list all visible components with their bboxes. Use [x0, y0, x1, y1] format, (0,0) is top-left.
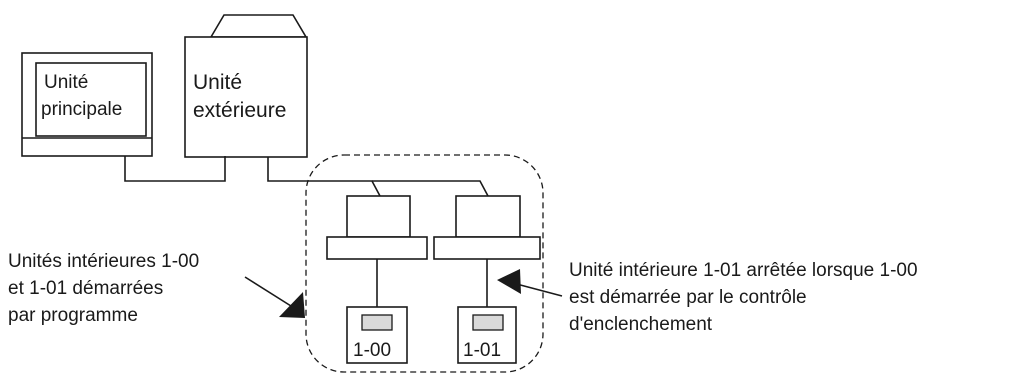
indoor-unit-1-00-body [346, 195, 411, 238]
wire-outdoor-to-indoor [267, 157, 381, 197]
wiring [124, 156, 489, 197]
remote-controller-1-00-body [346, 306, 408, 364]
remote-controller-1-01: 1-01 [457, 306, 517, 364]
main-unit-label-line1: Unité [44, 72, 88, 93]
annotation-right-line2: est démarrée par le contrôle [569, 287, 807, 308]
wire-main-to-outdoor [124, 156, 226, 182]
remote-controller-1-00-display [361, 314, 393, 331]
outdoor-unit-label-line2: extérieure [193, 99, 286, 122]
outdoor-unit-body [184, 36, 308, 158]
annotation-left-line1: Unités intérieures 1-00 [8, 251, 199, 272]
main-unit: Unité principale [21, 52, 153, 157]
annotation-left-arrowhead [279, 292, 305, 318]
indoor-group-boundary [305, 154, 544, 373]
remote-controller-1-00: 1-00 [346, 306, 408, 364]
main-unit-screen [35, 62, 147, 137]
annotation-right: Unité intérieure 1-01 arrêtée lorsque 1-… [497, 260, 918, 335]
outdoor-unit-top [209, 14, 308, 38]
outdoor-unit-label-line1: Unité [193, 71, 242, 94]
annotation-left-line3: par programme [8, 305, 138, 326]
outdoor-unit: Unité extérieure [184, 14, 308, 158]
indoor-unit-1-00 [326, 195, 428, 307]
annotation-right-line1: Unité intérieure 1-01 arrêtée lorsque 1-… [569, 260, 918, 281]
indoor-unit-1-00-panel [326, 236, 428, 260]
indoor-unit-1-01-panel [433, 236, 541, 260]
remote-controller-1-00-label: 1-00 [353, 340, 391, 361]
annotation-left: Unités intérieures 1-00 et 1-01 démarrée… [8, 251, 305, 326]
remote-controller-1-01-label: 1-01 [463, 340, 501, 361]
wire-indoor-to-indoor [372, 180, 489, 197]
annotation-right-arrowhead [497, 269, 521, 294]
remote-controller-1-01-display [472, 314, 504, 331]
indoor-unit-1-01-body [455, 195, 521, 238]
indoor-unit-1-01 [433, 195, 541, 307]
annotation-left-leader-line [244, 276, 292, 307]
annotation-right-line3: d'enclenchement [569, 314, 713, 335]
main-unit-label-line2: principale [41, 99, 122, 120]
annotation-left-line2: et 1-01 démarrées [8, 278, 163, 299]
